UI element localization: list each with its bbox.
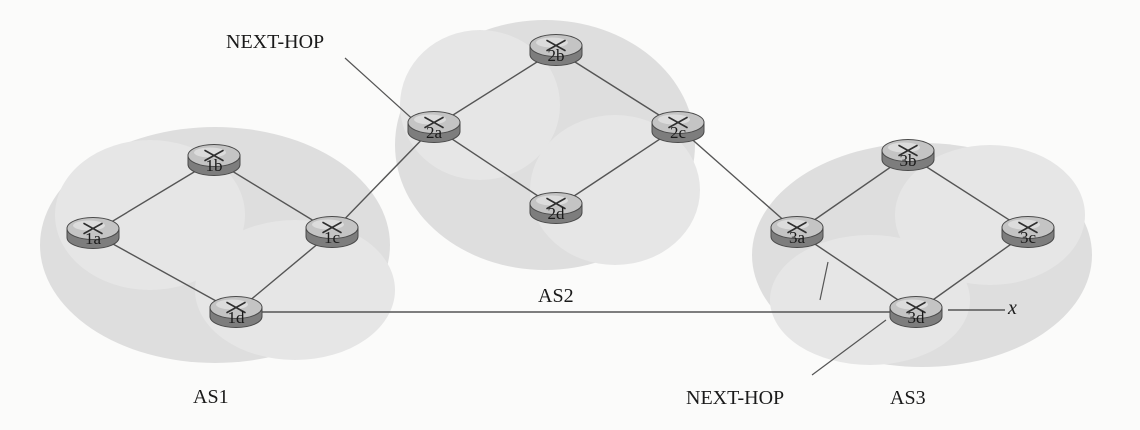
router-cross-arrows-icon [906, 301, 926, 314]
router-1a: 1a [66, 217, 120, 249]
router-2c: 2c [651, 111, 705, 143]
router-3d-label: 3d [908, 308, 926, 327]
router-cross-arrows-icon [668, 116, 688, 129]
next-hop-bottom-pointer [811, 319, 887, 376]
router-1d-label: 1d [228, 308, 246, 327]
router-1a-label: 1a [85, 229, 102, 248]
router-1c: 1c [305, 216, 359, 248]
link-1c-2a [331, 126, 435, 233]
next-hop-label-top: NEXT-HOP [226, 31, 324, 53]
as3-label: AS3 [890, 387, 926, 409]
as1-label: AS1 [193, 386, 229, 408]
router-cross-arrows-icon [787, 221, 807, 234]
link-2d-2c [555, 126, 679, 209]
router-cross-arrows-icon [204, 149, 224, 162]
router-3a-label: 3a [789, 228, 806, 247]
router-3d: 3d [889, 296, 943, 328]
router-2b: 2b [529, 34, 583, 66]
3a-pointer-tick [819, 261, 829, 301]
as2-cloud [395, 20, 700, 270]
link-1a-1d [92, 232, 237, 313]
router-2a: 2a [407, 111, 461, 143]
router-1c-label: 1c [324, 228, 341, 247]
router-2a-label: 2a [426, 123, 443, 142]
router-cross-arrows-icon [1018, 221, 1038, 234]
router-cross-arrows-icon [226, 301, 246, 314]
router-cross-arrows-icon [546, 39, 566, 52]
router-cross-arrows-icon [424, 116, 444, 129]
router-2d-label: 2d [548, 204, 566, 223]
as2-label: AS2 [538, 285, 574, 307]
router-cross-arrows-icon [898, 144, 918, 157]
link-3b-3c [907, 154, 1029, 233]
link-3a-3b [796, 154, 909, 233]
link-2a-2b [433, 49, 557, 128]
link-3a-3d [796, 231, 917, 313]
router-1d: 1d [209, 296, 263, 328]
destination-x-label: x [1007, 297, 1017, 319]
router-3a: 3a [770, 216, 824, 248]
link-2a-2d [433, 126, 557, 209]
link-1a-1b [92, 159, 215, 234]
router-3c-label: 3c [1020, 228, 1037, 247]
router-1b-label: 1b [206, 156, 223, 175]
link-2b-2c [555, 49, 679, 128]
router-cross-arrows-icon [546, 197, 566, 210]
router-cross-arrows-icon [322, 221, 342, 234]
link-2c-3a [677, 126, 798, 233]
router-3b: 3b [881, 139, 935, 171]
router-2b-label: 2b [548, 46, 565, 65]
router-2d: 2d [529, 192, 583, 224]
router-3c: 3c [1001, 216, 1055, 248]
next-hop-top-pointer [344, 57, 419, 125]
link-3c-3d [915, 231, 1029, 313]
router-layer: 1a 1b 1c 1d 2a 2b 2c 2d 3a 3b 3c 3d [66, 34, 1055, 328]
router-1b: 1b [187, 144, 241, 176]
as3-cloud [752, 143, 1092, 367]
next-hop-label-bottom: NEXT-HOP [686, 387, 784, 409]
router-cross-arrows-icon [83, 222, 103, 235]
router-2c-label: 2c [670, 123, 687, 142]
router-3b-label: 3b [900, 151, 917, 170]
